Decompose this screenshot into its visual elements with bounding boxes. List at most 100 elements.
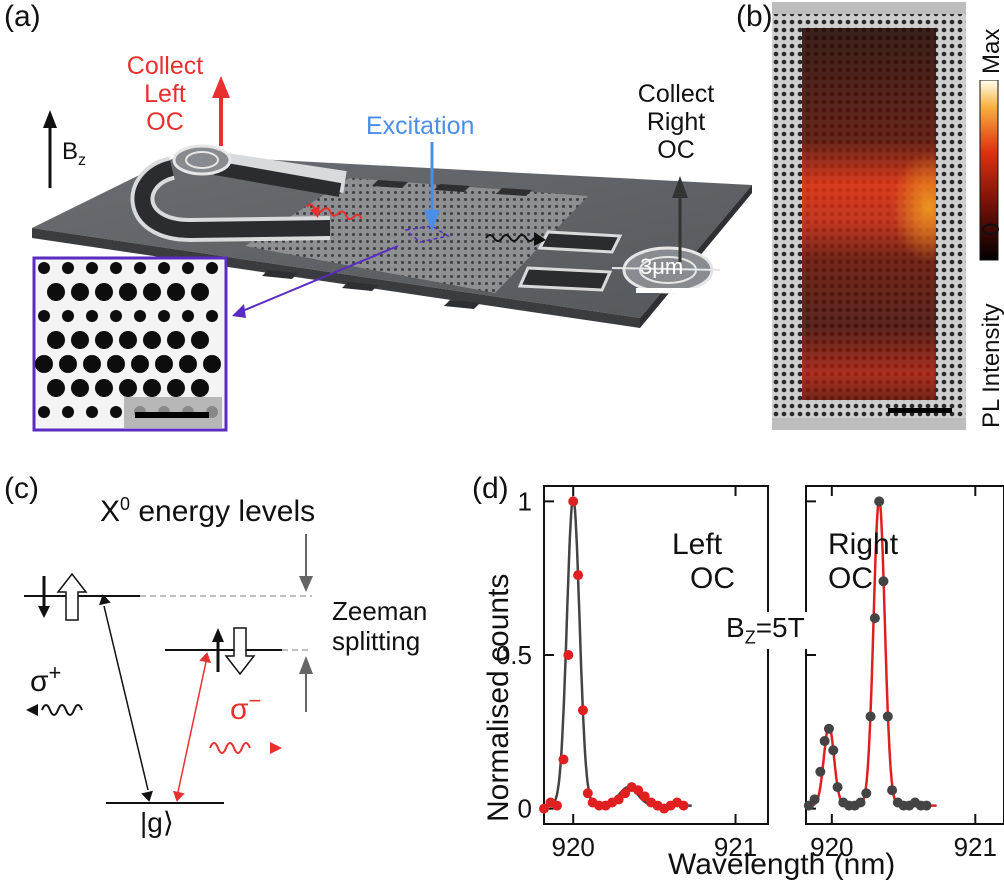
inset-hole [143,331,161,349]
inset-hole [143,379,161,397]
data-point [887,785,898,796]
inset-hole [71,331,89,349]
inset-hole [182,262,194,274]
inset-hole [182,310,194,322]
data-point [613,794,624,805]
inset-sem-image [32,256,228,432]
x-tick-label: 920 [552,832,595,862]
inset-hole [47,283,65,301]
inset-hole [83,355,101,373]
inset-hole [110,262,122,274]
panel-d-label: (d) [472,472,509,505]
inset-hole [38,262,50,274]
data-point [563,650,574,660]
data-point [861,788,872,799]
inset-hole [86,310,98,322]
membrane-edge [32,228,640,328]
left-outcoupler [172,144,232,176]
scalebar-3um [636,288,698,293]
inset-hole [107,355,125,373]
ground-state-label: |g⟩ [140,807,174,838]
inset-hole [179,355,197,373]
pl-map-scalebar [888,408,952,413]
data-point [815,766,826,777]
collect-right-label: Collect Right OC [637,80,715,164]
inset-hole [119,283,137,301]
energy-levels-title: X0 energy levels [100,494,316,528]
inset-hole [47,379,65,397]
collect-left-label: Collect Left OC [126,52,204,136]
inset-hole [62,310,74,322]
inset-hole [143,283,161,301]
left-oc-label: Left OC [672,528,735,595]
inset-hole [191,331,209,349]
scalebar-label: 3μm [640,254,684,279]
inset-hole [47,331,65,349]
photon-wave-right [485,234,535,242]
inset-hole [59,355,77,373]
inset-hole [131,355,149,373]
inset-pointer-arrow [239,245,399,313]
sigma-plus-photon [41,704,83,716]
y-tick-label: 0 [518,794,532,824]
inset-hole [35,355,53,373]
right-waveguide-upper [537,230,623,254]
inset-hole [206,262,218,274]
sigma-plus-transition [103,605,149,791]
colorbar [979,80,999,261]
right-oc-label: Right OC [828,528,899,595]
inset-hole [86,262,98,274]
inset-hole [95,379,113,397]
data-point [865,711,876,722]
sigma-plus-label: σ+ [30,660,62,698]
data-point [558,754,569,765]
data-point [551,800,562,811]
data-point [678,800,689,811]
data-point [828,745,839,756]
inset-hole [134,310,146,322]
panel-a-device-figure [32,76,752,432]
x-tick-label: 920 [810,832,853,862]
data-point [882,711,893,722]
inset-hole [86,406,98,418]
inset-hole [158,262,170,274]
excitation-label: Excitation [366,112,475,140]
y-tick-label: 0.5 [496,640,532,670]
inset-hole [62,406,74,418]
data-point [869,613,880,624]
data-point [874,496,885,507]
panel-a-label: (a) [4,0,41,33]
inset-hole [206,310,218,322]
inset-hole [71,379,89,397]
data-point [568,496,579,507]
inset-hole [191,379,209,397]
field-value-label: BZ=5T [724,612,807,649]
inset-hole [110,406,122,418]
photonic-crystal-region [245,178,588,293]
inset-hole [134,262,146,274]
inset-hole [119,379,137,397]
inset-hole [155,355,173,373]
inset-hole [38,310,50,322]
data-point [582,788,593,799]
inset-hole [158,310,170,322]
data-point [878,576,889,587]
y-tick-label: 1 [518,486,532,516]
inset-hole [203,355,221,373]
inset-scalebar [135,412,209,418]
y-axis-label: Normalised counts [482,573,515,822]
data-point [819,736,830,747]
data-point [539,803,549,814]
data-point [809,794,820,805]
inset-hole [110,310,122,322]
inset-hole [167,379,185,397]
inset-hole [71,283,89,301]
right-waveguide-lower [517,266,613,292]
inset-hole [95,283,113,301]
data-point [855,797,866,808]
x-axis-label: Wavelength (nm) [668,848,896,881]
inset-hole [119,331,137,349]
